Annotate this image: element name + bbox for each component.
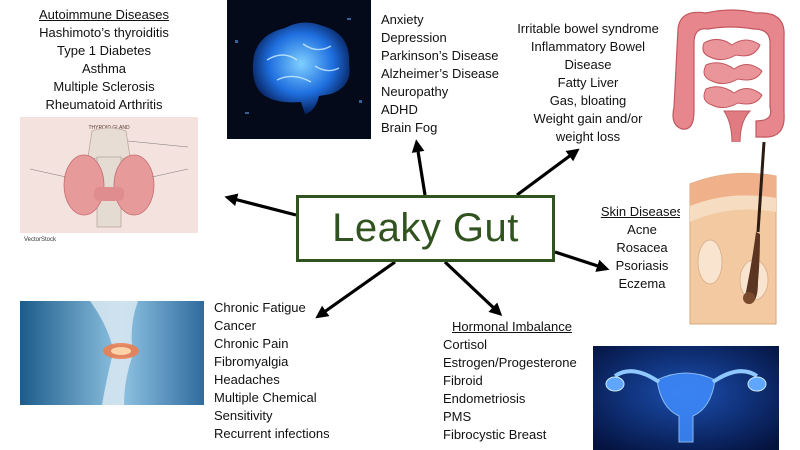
neuro-item: Parkinson’s Disease: [381, 48, 499, 63]
chronic-item: Chronic Pain: [214, 336, 289, 351]
skin-item: Psoriasis: [615, 258, 669, 273]
hormonal-item: Endometriosis: [443, 391, 526, 406]
skin-item: Acne: [627, 222, 657, 237]
vectorstock-credit: VectorStock: [24, 237, 57, 243]
chronic-block: Chronic Fatigue Cancer Chronic Pain Fibr…: [214, 299, 354, 443]
neuro-item: ADHD: [381, 102, 418, 117]
neuro-item: Neuropathy: [381, 84, 449, 99]
digestive-item: Fatty Liver: [557, 75, 619, 90]
autoimmune-item: Hashimoto’s thyroiditis: [39, 25, 169, 40]
hormonal-item: Fibrocystic Breast: [443, 427, 547, 442]
arrow-to-digestive: [516, 148, 580, 197]
knee-image: [20, 301, 204, 405]
autoimmune-item: Multiple Sclerosis: [53, 79, 155, 94]
autoimmune-item: Asthma: [81, 61, 127, 76]
skin-block: Skin Diseases Acne Rosacea Psoriasis Ecz…: [599, 203, 685, 293]
autoimmune-block: Autoimmune Diseases Hashimoto’s thyroidi…: [20, 6, 188, 114]
digestive-item: Inflammatory Bowel: [530, 39, 646, 54]
thyroid-image: THYROID GLAND VectorStock: [20, 117, 198, 244]
digestive-item: weight loss: [555, 129, 621, 144]
digestive-item: Irritable bowel syndrome: [517, 21, 659, 36]
arrow-to-hormonal: [443, 260, 503, 316]
arrow-to-skin: [554, 250, 610, 272]
skin-item: Eczema: [618, 276, 666, 291]
digestive-item: Disease: [564, 57, 612, 72]
neuro-item: Alzheimer’s Disease: [381, 66, 500, 81]
autoimmune-item: Type 1 Diabetes: [57, 43, 151, 58]
leaky-gut-label: Leaky Gut: [332, 206, 519, 250]
arrow-to-autoimmune: [224, 193, 297, 217]
chronic-item: Sensitivity: [214, 408, 273, 423]
neuro-block: Anxiety Depression Parkinson’s Disease A…: [381, 11, 511, 137]
chronic-item: Fibromyalgia: [214, 354, 289, 369]
digestive-item: Gas, bloating: [549, 93, 627, 108]
hormonal-heading: Hormonal Imbalance: [452, 319, 572, 334]
neuro-item: Depression: [381, 30, 447, 45]
chronic-item: Chronic Fatigue: [214, 300, 306, 315]
hormonal-item: Cortisol: [443, 337, 488, 352]
arrow-to-chronic: [315, 260, 396, 319]
chronic-item: Multiple Chemical: [214, 390, 317, 405]
hormonal-item: PMS: [443, 409, 472, 424]
digestive-block: Irritable bowel syndrome Inflammatory Bo…: [505, 20, 671, 146]
arrow-to-neuro: [411, 139, 427, 196]
uterus-image: [593, 346, 779, 450]
skin-item: Rosacea: [616, 240, 668, 255]
hormonal-block: Hormonal Imbalance Cortisol Estrogen/Pro…: [443, 318, 593, 444]
chronic-item: Recurrent infections: [214, 426, 330, 441]
intestines-image: [666, 3, 796, 147]
digestive-item: Weight gain and/or: [533, 111, 643, 126]
brain-image: [227, 0, 371, 139]
chronic-item: Headaches: [214, 372, 280, 387]
autoimmune-heading: Autoimmune Diseases: [38, 7, 170, 22]
neuro-item: Anxiety: [381, 12, 424, 27]
leaky-gut-box: Leaky Gut: [296, 195, 555, 262]
skin-image: [680, 142, 780, 328]
autoimmune-item: Rheumatoid Arthritis: [45, 97, 163, 112]
neuro-item: Brain Fog: [381, 120, 438, 135]
hormonal-item: Estrogen/Progesterone: [443, 355, 577, 370]
hormonal-item: Fibroid: [443, 373, 483, 388]
skin-heading: Skin Diseases: [600, 204, 684, 219]
chronic-item: Cancer: [214, 318, 256, 333]
